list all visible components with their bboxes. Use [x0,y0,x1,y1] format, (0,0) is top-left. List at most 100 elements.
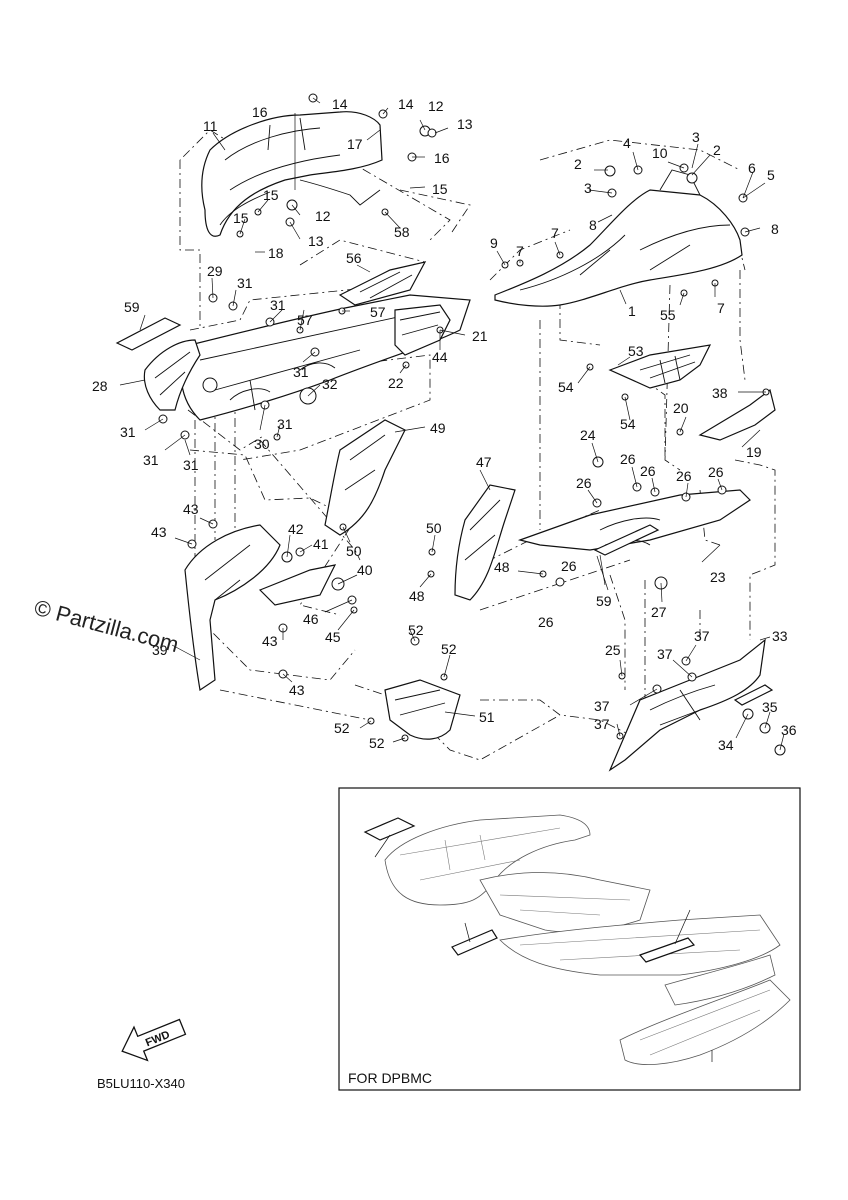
callout-26: 26 [538,614,554,630]
upper-left-cowl [201,111,383,237]
callout-26: 26 [708,464,724,480]
callout-15: 15 [233,210,249,226]
callout-15: 15 [432,181,448,197]
callout-43: 43 [151,524,167,540]
callout-31: 31 [143,452,159,468]
callout-43: 43 [289,682,305,698]
callout-14: 14 [398,96,414,112]
inner-panel-47 [454,484,516,601]
callout-8: 8 [589,217,597,233]
callout-4: 4 [623,135,631,151]
callout-50: 50 [426,520,442,536]
lower-panel-51 [384,679,461,740]
small-cover-19 [698,388,776,441]
inset-title: FOR DPBMC [348,1070,432,1086]
callout-7: 7 [551,225,559,241]
callout-31: 31 [270,297,286,313]
callout-11: 11 [203,118,218,134]
callout-16: 16 [252,104,268,120]
callout-53: 53 [628,343,644,359]
lower-bracket-40 [258,564,337,606]
callout-2: 2 [574,156,582,172]
decal-34-plate [733,684,774,706]
callout-51: 51 [479,709,495,725]
callout-2: 2 [713,142,721,158]
callout-30: 30 [254,436,270,452]
under-cowl-33 [608,638,766,772]
callout-12: 12 [428,98,444,114]
callout-52: 52 [441,641,457,657]
callout-1: 1 [628,303,636,319]
callout-20: 20 [673,400,689,416]
callout-3: 3 [692,129,700,145]
callout-56: 56 [346,250,362,266]
callout-21: 21 [472,328,488,344]
callout-42: 42 [288,521,304,537]
inset-variant-box: FOR DPBMC [338,787,801,1091]
callout-28: 28 [92,378,108,394]
callout-43: 43 [183,501,199,517]
callout-26: 26 [676,468,692,484]
callout-52: 52 [408,622,424,638]
callout-58: 58 [394,224,410,240]
decal-59-main [115,317,182,351]
callout-13: 13 [457,116,473,132]
callout-54: 54 [620,416,636,432]
callout-35: 35 [762,699,778,715]
callout-38: 38 [712,385,728,401]
upper-right-cowl [494,169,743,307]
callout-29: 29 [207,263,223,279]
callout-22: 22 [388,375,404,391]
callout-5: 5 [767,167,775,183]
callout-8: 8 [771,221,779,237]
callout-45: 45 [325,629,341,645]
callout-16: 16 [434,150,450,166]
diagram-code: B5LU110-X340 [97,1076,185,1091]
callout-23: 23 [710,569,726,585]
leader-lines [119,97,785,751]
callout-37: 37 [594,716,610,732]
callout-37: 37 [657,646,673,662]
callout-12: 12 [315,208,331,224]
side-cover-53 [608,344,712,389]
callout-40: 40 [357,562,373,578]
callout-44: 44 [432,349,448,365]
callout-7: 7 [516,243,524,259]
callout-31: 31 [293,364,309,380]
callout-10: 10 [652,145,668,161]
callout-34: 34 [718,737,734,753]
callout-33: 33 [772,628,788,644]
callout-15: 15 [263,187,279,203]
callout-18: 18 [268,245,284,261]
callout-52: 52 [369,735,385,751]
callout-17: 17 [347,136,363,152]
callout-27: 27 [651,604,667,620]
callout-57: 57 [370,304,386,320]
callout-25: 25 [605,642,621,658]
callout-52: 52 [334,720,350,736]
callout-57: 57 [297,312,313,328]
callout-26: 26 [620,451,636,467]
callout-55: 55 [660,307,676,323]
callout-24: 24 [580,427,596,443]
callout-48: 48 [409,588,425,604]
callout-46: 46 [303,611,319,627]
callout-26: 26 [576,475,592,491]
callout-36: 36 [781,722,797,738]
callout-13: 13 [308,233,324,249]
callout-26: 26 [561,558,577,574]
callout-48: 48 [494,559,510,575]
callout-59: 59 [124,299,140,315]
watermark: © Partzilla.com [32,595,182,658]
callout-31: 31 [237,275,253,291]
callout-14: 14 [332,96,348,112]
callout-7: 7 [717,300,725,316]
callout-49: 49 [430,420,446,436]
callout-26: 26 [640,463,656,479]
callout-37: 37 [594,698,610,714]
callout-54: 54 [558,379,574,395]
inner-panel-49 [324,419,406,536]
callout-31: 31 [277,416,293,432]
callout-19: 19 [746,444,762,460]
